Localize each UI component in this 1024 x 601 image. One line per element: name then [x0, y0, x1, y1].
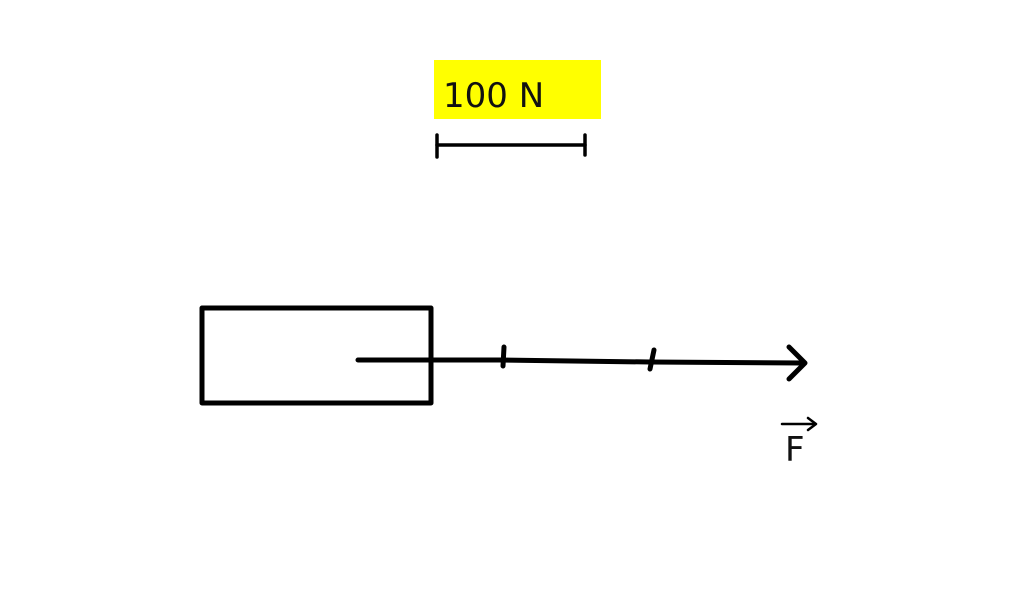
force-label: F	[780, 416, 818, 470]
force-arrow-shaft	[355, 357, 806, 366]
force-scale-tick-2	[647, 347, 657, 372]
force-scale-tick-1	[500, 344, 507, 369]
force-vector	[355, 344, 808, 382]
scale-label-highlight	[434, 60, 601, 119]
scale-label: 100 N	[443, 76, 544, 116]
scale-bar	[435, 133, 587, 159]
object-box	[199, 305, 434, 406]
force-arrow-head	[786, 344, 808, 382]
force-symbol: F	[785, 430, 805, 470]
vector-arrow-head-icon	[806, 416, 818, 432]
scale-legend: 100 N	[434, 60, 601, 159]
